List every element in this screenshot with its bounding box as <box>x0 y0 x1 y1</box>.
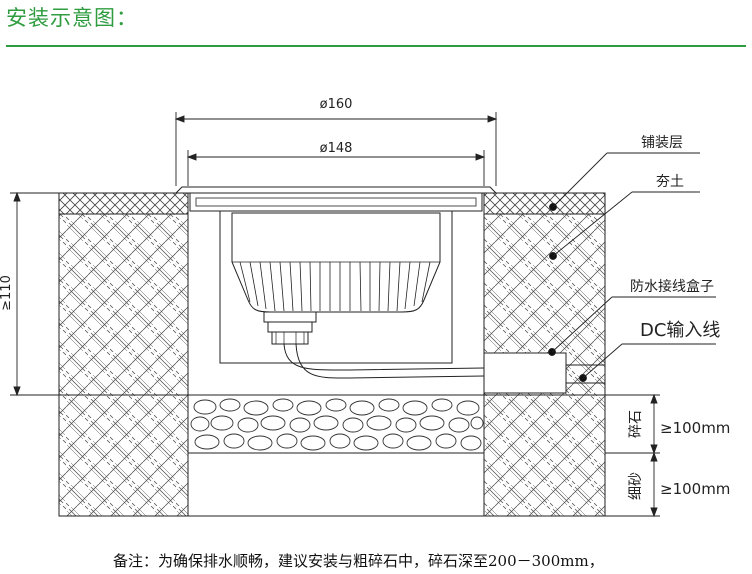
label-paving: 铺装层 <box>641 135 683 151</box>
sand-layer <box>187 452 485 517</box>
dim-label-gravel: ≥100mm <box>660 419 730 437</box>
dim-label-sand: ≥100mm <box>660 480 730 498</box>
lamp-fins <box>232 261 440 312</box>
page-title: 安装示意图： <box>6 6 138 30</box>
installation-note: 备注：为确保排水顺畅，建议安装与粗碎石中，碎石深至200－300mm， <box>113 552 604 570</box>
dim-label-d160: ø160 <box>320 97 353 112</box>
lamp-body <box>231 212 441 313</box>
dimension-d160 <box>174 112 498 186</box>
label-sand: 细砂 <box>628 472 644 500</box>
label-gravel: 碎石 <box>628 410 644 438</box>
label-junction-box: 防水接线盒子 <box>630 278 714 295</box>
soil-left <box>58 213 189 396</box>
label-dc-cable: DC输入线 <box>640 320 720 341</box>
label-soil: 夯土 <box>656 174 684 190</box>
paving-left <box>58 192 189 215</box>
dim-label-d148: ø148 <box>320 141 353 156</box>
title-divider <box>6 45 746 47</box>
junction-box <box>483 352 567 394</box>
gravel-layer <box>187 394 485 454</box>
gravel-stones <box>190 398 484 451</box>
lamp-lens <box>189 192 483 212</box>
lamp-cable <box>283 343 485 379</box>
dimension-layers <box>605 393 660 518</box>
paving-right <box>483 192 606 215</box>
dimension-d148 <box>186 150 486 186</box>
dim-label-depth: ≥110 <box>0 275 14 311</box>
base-left <box>58 394 189 517</box>
cable-gland <box>263 311 317 323</box>
leader-lines <box>548 152 716 382</box>
lamp-flange <box>174 186 498 194</box>
base-right <box>483 394 606 517</box>
dimension-depth <box>10 191 59 397</box>
